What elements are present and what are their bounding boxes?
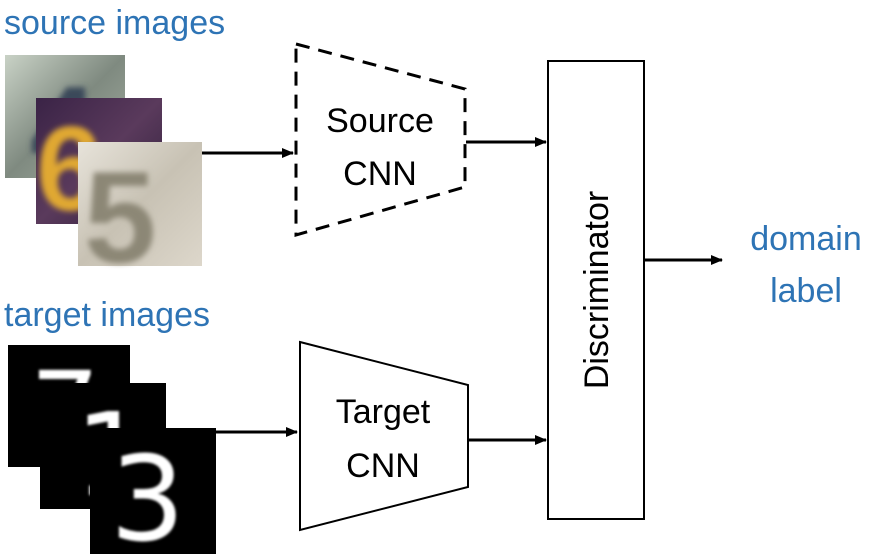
target-images-label: target images <box>4 296 210 334</box>
domain-label-line2: label <box>770 272 842 310</box>
source-images-label: source images <box>4 4 225 42</box>
discriminator-block <box>547 60 645 520</box>
source-cnn-label-line1: Source <box>326 102 434 140</box>
domain-label-line1: domain <box>750 220 862 258</box>
source-cnn-label-line2: CNN <box>343 155 417 193</box>
target-image-3: 3 <box>90 428 216 560</box>
svg-text:5: 5 <box>84 144 156 290</box>
svg-text:3: 3 <box>110 430 185 560</box>
source-image-stack: 4 6 5 <box>5 55 202 290</box>
target-cnn-label-line2: CNN <box>346 447 420 485</box>
discriminator-label: Discriminator <box>578 191 616 389</box>
target-image-stack: 7 1 3 <box>8 345 216 560</box>
target-cnn-block <box>299 340 469 532</box>
source-cnn-block <box>294 42 467 237</box>
target-cnn-label-line1: Target <box>336 393 431 431</box>
source-image-3: 5 <box>78 142 202 290</box>
